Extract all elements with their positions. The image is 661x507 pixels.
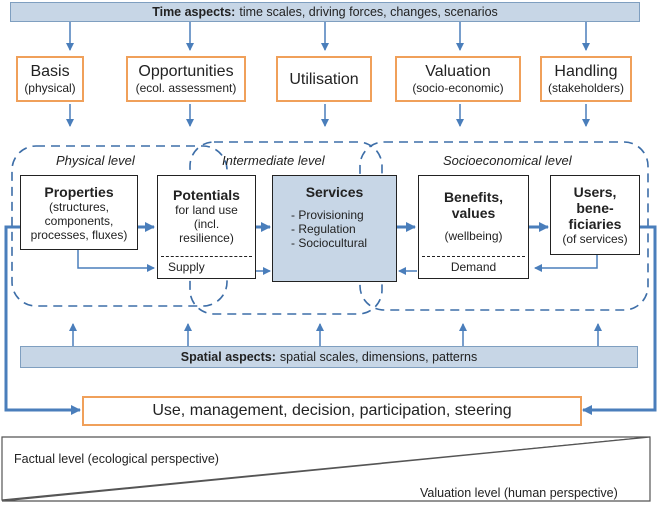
- supply-label: Supply: [168, 260, 205, 274]
- users-title: ficiaries: [568, 216, 622, 232]
- feedback-loop: [4, 225, 657, 415]
- time-arrows: [66, 22, 590, 51]
- services-line: - Provisioning: [291, 208, 364, 222]
- services-line: - Regulation: [291, 222, 356, 236]
- demand-label: Demand: [450, 260, 497, 274]
- supply-divider: [161, 256, 252, 257]
- services-box: Services - Provisioning - Regulation - S…: [272, 175, 397, 282]
- potentials-line: for land use: [175, 203, 238, 217]
- category-title: Valuation: [425, 63, 491, 80]
- socioeconomical-level-label: Socioeconomical level: [443, 153, 572, 168]
- perspective-triangles: [1, 436, 651, 502]
- category-sub: (physical): [24, 81, 76, 95]
- benefits-title: values: [451, 205, 496, 221]
- valuation-level-label: Valuation level (human perspective): [420, 486, 618, 500]
- spatial-aspects-text: spatial scales, dimensions, patterns: [279, 350, 478, 364]
- supply-demand-arrows: [77, 250, 598, 275]
- time-aspects-bar: Time aspects: time scales, driving force…: [10, 2, 640, 22]
- demand-divider: [422, 256, 525, 257]
- spatial-aspects-label: Spatial aspects:: [180, 350, 276, 364]
- category-arrows: [66, 104, 590, 127]
- spatial-arrows: [69, 323, 602, 346]
- time-aspects-label: Time aspects:: [152, 5, 236, 19]
- category-title: Utilisation: [289, 70, 359, 88]
- properties-box: Properties (structures, components, proc…: [20, 175, 138, 250]
- category-sub: (socio-economic): [412, 81, 504, 95]
- potentials-line: resilience): [179, 231, 234, 245]
- users-title: Users,: [573, 184, 617, 200]
- properties-line: processes, fluxes): [30, 227, 128, 242]
- category-handling: Handling (stakeholders): [540, 56, 632, 102]
- time-aspects-text: time scales, driving forces, changes, sc…: [239, 5, 498, 19]
- benefits-box: Benefits, values (wellbeing) Demand: [418, 175, 529, 279]
- category-title: Handling: [554, 63, 618, 80]
- category-title: Opportunities: [138, 63, 234, 80]
- services-line: - Sociocultural: [291, 236, 368, 250]
- properties-line: components,: [44, 213, 114, 228]
- factual-level-label: Factual level (ecological perspective): [14, 452, 219, 466]
- users-box: Users, bene- ficiaries (of services): [550, 175, 640, 255]
- potentials-line: (incl.: [193, 217, 220, 231]
- category-sub: (stakeholders): [547, 81, 625, 95]
- services-title: Services: [305, 184, 364, 200]
- spatial-aspects-bar: Spatial aspects: spatial scales, dimensi…: [20, 346, 638, 368]
- users-sub: (of services): [562, 232, 628, 246]
- users-title: bene-: [576, 200, 614, 216]
- category-sub: (ecol. assessment): [135, 81, 237, 95]
- category-opportunities: Opportunities (ecol. assessment): [126, 56, 246, 102]
- potentials-box: Potentials for land use (incl. resilienc…: [157, 175, 256, 279]
- category-utilisation: Utilisation: [276, 56, 372, 102]
- benefits-title: Benefits,: [443, 189, 504, 205]
- use-management-box: Use, management, decision, participation…: [82, 396, 582, 426]
- category-title: Basis: [30, 63, 70, 80]
- category-valuation: Valuation (socio-economic): [395, 56, 521, 102]
- properties-title: Properties: [44, 183, 114, 200]
- category-basis: Basis (physical): [16, 56, 84, 102]
- potentials-title: Potentials: [173, 187, 240, 203]
- physical-level-label: Physical level: [56, 153, 135, 168]
- intermediate-level-label: Intermediate level: [222, 153, 325, 168]
- properties-line: (structures,: [48, 199, 109, 214]
- benefits-sub: (wellbeing): [444, 229, 503, 243]
